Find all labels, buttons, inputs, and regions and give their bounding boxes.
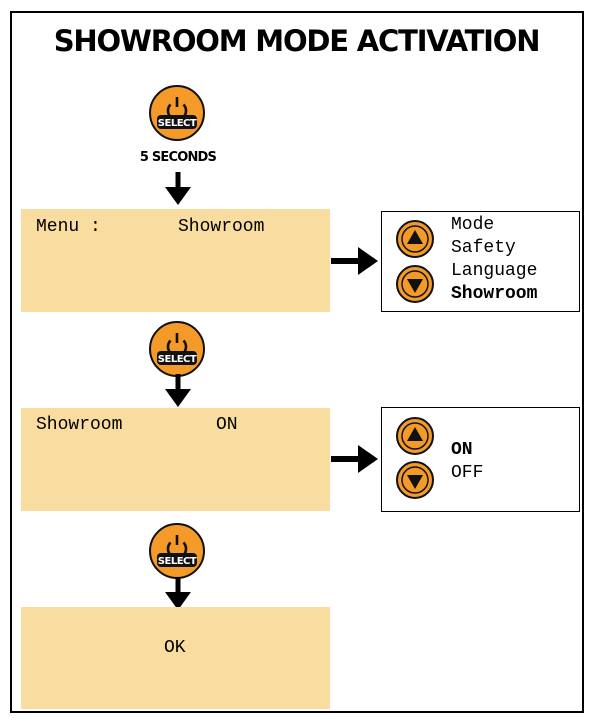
- arrow-right: [331, 445, 378, 473]
- lcd-screen-showroom: Showroom ON: [21, 408, 330, 511]
- screen-showroom-value: ON: [216, 415, 238, 435]
- arrow-right: [331, 247, 378, 275]
- select-button: SELECT: [148, 84, 206, 142]
- hold-duration-label: 5 SECONDS: [139, 150, 217, 165]
- select-button-label: SELECT: [158, 118, 197, 129]
- up-arrow-icon[interactable]: [395, 219, 435, 259]
- onoff-options-panel: ON OFF: [381, 407, 580, 512]
- arrow-down: [165, 577, 191, 610]
- screen-showroom-label: Showroom: [36, 415, 123, 435]
- menu-option-safety: Safety: [451, 238, 516, 258]
- select-button: SELECT: [148, 320, 206, 378]
- onoff-option-on: ON: [451, 440, 473, 460]
- select-button-label: SELECT: [158, 556, 197, 567]
- lcd-screen-ok: OK: [21, 607, 330, 709]
- onoff-options-list: ON OFF: [451, 439, 483, 485]
- menu-option-showroom: Showroom: [451, 284, 538, 304]
- down-arrow-icon[interactable]: [395, 460, 435, 500]
- menu-options-panel: Mode Safety Language Showroom: [381, 211, 580, 312]
- menu-options-list: Mode Safety Language Showroom: [451, 214, 537, 306]
- select-button-label: SELECT: [158, 354, 197, 365]
- menu-option-mode: Mode: [451, 215, 495, 235]
- menu-option-language: Language: [451, 261, 538, 281]
- arrow-down: [165, 374, 191, 407]
- screen-menu-value: Showroom: [178, 217, 265, 237]
- diagram-frame: [10, 11, 584, 713]
- screen-menu-label: Menu :: [36, 217, 101, 237]
- select-button: SELECT: [148, 522, 206, 580]
- onoff-option-off: OFF: [451, 463, 484, 483]
- screen-ok-text: OK: [164, 638, 186, 658]
- arrow-down: [165, 172, 191, 205]
- up-arrow-icon[interactable]: [395, 416, 435, 456]
- lcd-screen-menu: Menu : Showroom: [21, 209, 330, 312]
- down-arrow-icon[interactable]: [395, 264, 435, 304]
- page-title: SHOWROOM MODE ACTIVATION: [53, 24, 541, 58]
